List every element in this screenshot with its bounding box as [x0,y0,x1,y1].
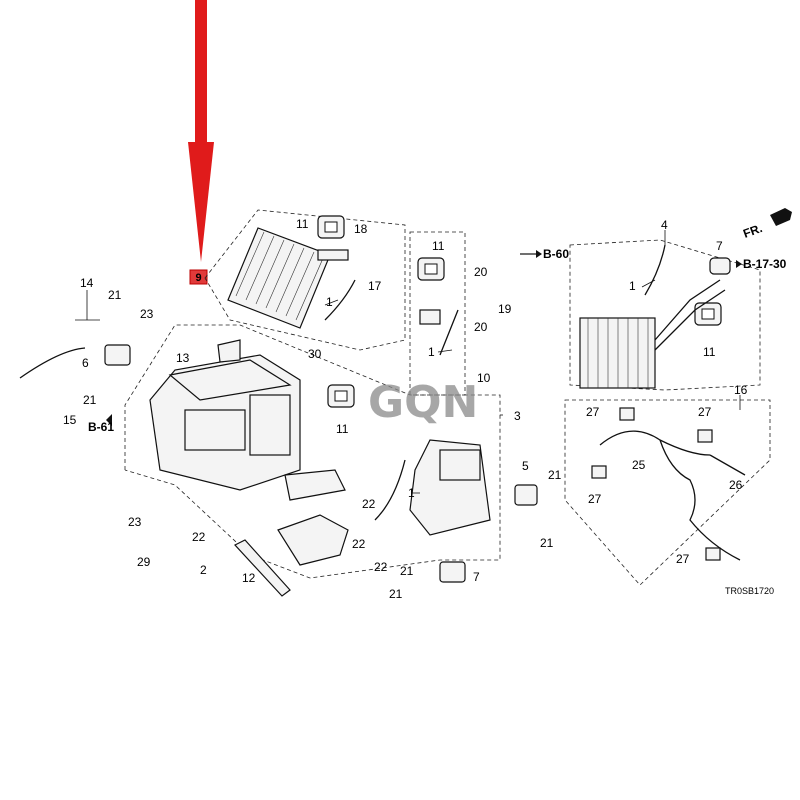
sensor-10 [419,309,441,325]
callout-10[interactable]: 10 [477,371,491,385]
callout-22[interactable]: 22 [374,560,388,574]
svg-text:FR.: FR. [741,221,764,241]
callout-7[interactable]: 7 [473,570,480,584]
heater-unit-housing [149,339,301,491]
reference-b1730: B-17-30 [736,257,787,271]
callout-11[interactable]: 11 [432,239,445,253]
evaporator-core [227,227,349,329]
callout-23[interactable]: 23 [140,307,154,321]
callout-1[interactable]: 1 [629,279,636,293]
grommet-11-top [317,215,345,239]
motor-5 [514,484,538,506]
callout-3[interactable]: 3 [514,409,521,423]
callout-20[interactable]: 20 [474,265,488,279]
callout-4[interactable]: 4 [661,218,668,232]
callout-29[interactable]: 29 [137,555,151,569]
callout-12[interactable]: 12 [242,571,256,585]
callout-21[interactable]: 21 [389,587,403,601]
callout-21[interactable]: 21 [83,393,97,407]
callout-1[interactable]: 1 [428,345,435,359]
callout-25[interactable]: 25 [632,458,646,472]
callout-30[interactable]: 30 [308,347,322,361]
svg-text:B-61: B-61 [88,420,114,434]
callout-15[interactable]: 15 [63,413,77,427]
motor-7 [439,561,466,583]
reference-b60: B-60 [520,247,569,261]
heater-core [579,279,726,389]
callout-21[interactable]: 21 [540,536,554,550]
callout-24[interactable]: 22 [192,530,206,544]
callout-5[interactable]: 5 [522,459,529,473]
diagram-code: TR0SB1720 [725,586,774,596]
grommet-11-mid [417,257,445,281]
highlight-label: 9 [195,272,201,284]
watermark: GQN [368,377,478,428]
callout-18[interactable]: 18 [354,222,368,236]
grommet-8 [709,257,731,275]
callout-22[interactable]: 22 [352,537,366,551]
sensor-wires [19,244,666,521]
callout-26[interactable]: 26 [729,478,743,492]
highlight-part-9[interactable]: 9 [189,269,208,285]
grommet-11-lower [327,384,355,408]
motor-6 [104,344,131,366]
grommet-11-right [694,302,722,326]
duct-parts [234,469,349,597]
callout-6[interactable]: 6 [82,356,89,370]
leader-lines [75,230,741,494]
callout-13[interactable]: 13 [176,351,190,365]
callout-27[interactable]: 27 [698,405,712,419]
blower-housing [409,439,491,536]
callout-14[interactable]: 14 [80,276,94,290]
callout-21[interactable]: 21 [548,468,562,482]
callout-21[interactable]: 21 [400,564,414,578]
callout-27[interactable]: 27 [588,492,602,506]
callout-27[interactable]: 27 [676,552,690,566]
callout-11[interactable]: 11 [296,217,309,231]
callout-2[interactable]: 2 [200,563,207,577]
callout-17[interactable]: 17 [368,279,382,293]
callout-numbers: 11 18 17 1 30 11 1 10 20 20 19 4 7 1 11 … [63,217,748,601]
callout-22[interactable]: 22 [362,497,376,511]
svg-text:B-17-30: B-17-30 [743,257,787,271]
callout-11[interactable]: 11 [336,422,349,436]
callout-23[interactable]: 23 [128,515,142,529]
callout-19[interactable]: 19 [498,302,512,316]
front-direction-arrow: FR. [741,208,792,241]
callout-21[interactable]: 21 [108,288,122,302]
wire-harness-16 [591,407,746,561]
callout-27[interactable]: 27 [586,405,600,419]
group-boxes [124,209,771,586]
callout-16[interactable]: 16 [734,383,748,397]
callout-20[interactable]: 20 [474,320,488,334]
callout-8[interactable]: 7 [716,239,723,253]
callout-1[interactable]: 1 [326,295,333,309]
callout-11[interactable]: 11 [703,345,716,359]
reference-b61: B-61 [88,414,114,434]
svg-text:B-60: B-60 [543,247,569,261]
red-indicator-arrow [188,0,214,262]
callout-1[interactable]: 1 [408,486,415,500]
